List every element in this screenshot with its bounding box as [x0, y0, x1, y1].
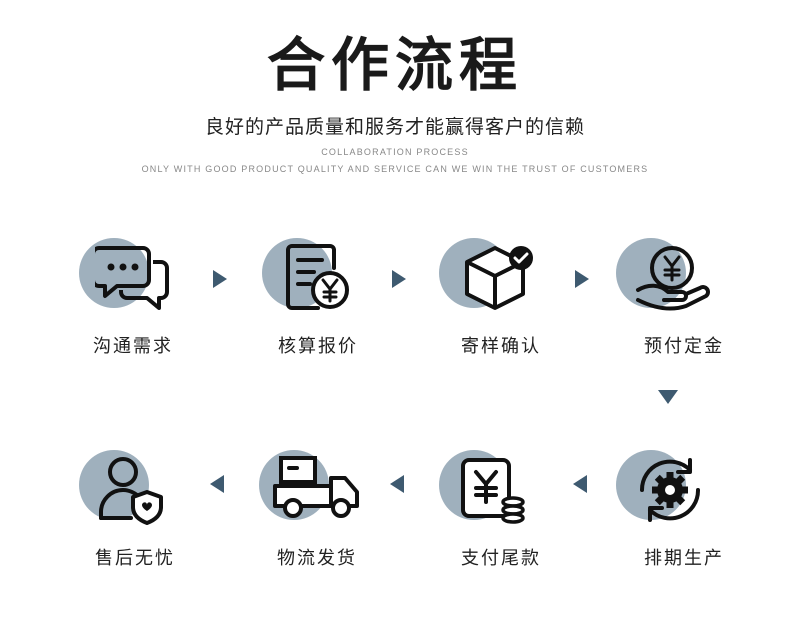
yen-card-coins-icon	[461, 458, 525, 524]
arrow-right-icon	[213, 270, 227, 288]
arrow-right-icon	[392, 270, 406, 288]
user-shield-icon	[99, 457, 163, 525]
english-heading: COLLABORATION PROCESS	[321, 147, 469, 157]
step-label: 沟通需求	[93, 336, 173, 357]
step-label: 支付尾款	[461, 548, 541, 569]
chat-bubbles-icon	[95, 246, 169, 310]
step-label: 物流发货	[277, 548, 357, 569]
step-calculate-quote: 核算报价	[248, 228, 388, 368]
arrow-down-icon	[658, 390, 678, 404]
hand-yen-coin-icon	[636, 246, 710, 311]
arrow-right-icon	[575, 270, 589, 288]
gear-cycle-icon	[639, 458, 701, 522]
step-schedule-production: 排期生产	[602, 440, 742, 580]
arrow-left-icon	[390, 475, 404, 493]
step-sample-confirm: 寄样确认	[425, 228, 565, 368]
delivery-truck-icon	[273, 456, 359, 518]
step-pay-balance: 支付尾款	[425, 440, 565, 580]
page-subtitle: 良好的产品质量和服务才能赢得客户的信赖	[204, 116, 585, 138]
step-label: 排期生产	[644, 548, 724, 569]
page-title: 合作流程	[266, 31, 523, 99]
step-logistics-ship: 物流发货	[245, 440, 385, 580]
invoice-yen-icon	[286, 244, 349, 310]
step-label: 寄样确认	[461, 336, 541, 357]
step-label: 售后无忧	[95, 548, 175, 569]
step-communicate-needs: 沟通需求	[65, 228, 205, 368]
box-check-icon	[465, 246, 533, 310]
step-pay-deposit: 预付定金	[602, 228, 742, 368]
step-label: 核算报价	[278, 336, 358, 357]
english-tagline: ONLY WITH GOOD PRODUCT QUALITY AND SERVI…	[141, 164, 649, 174]
arrow-left-icon	[573, 475, 587, 493]
step-label: 预付定金	[644, 336, 724, 357]
arrow-left-icon	[210, 475, 224, 493]
step-after-sales: 售后无忧	[65, 440, 205, 580]
